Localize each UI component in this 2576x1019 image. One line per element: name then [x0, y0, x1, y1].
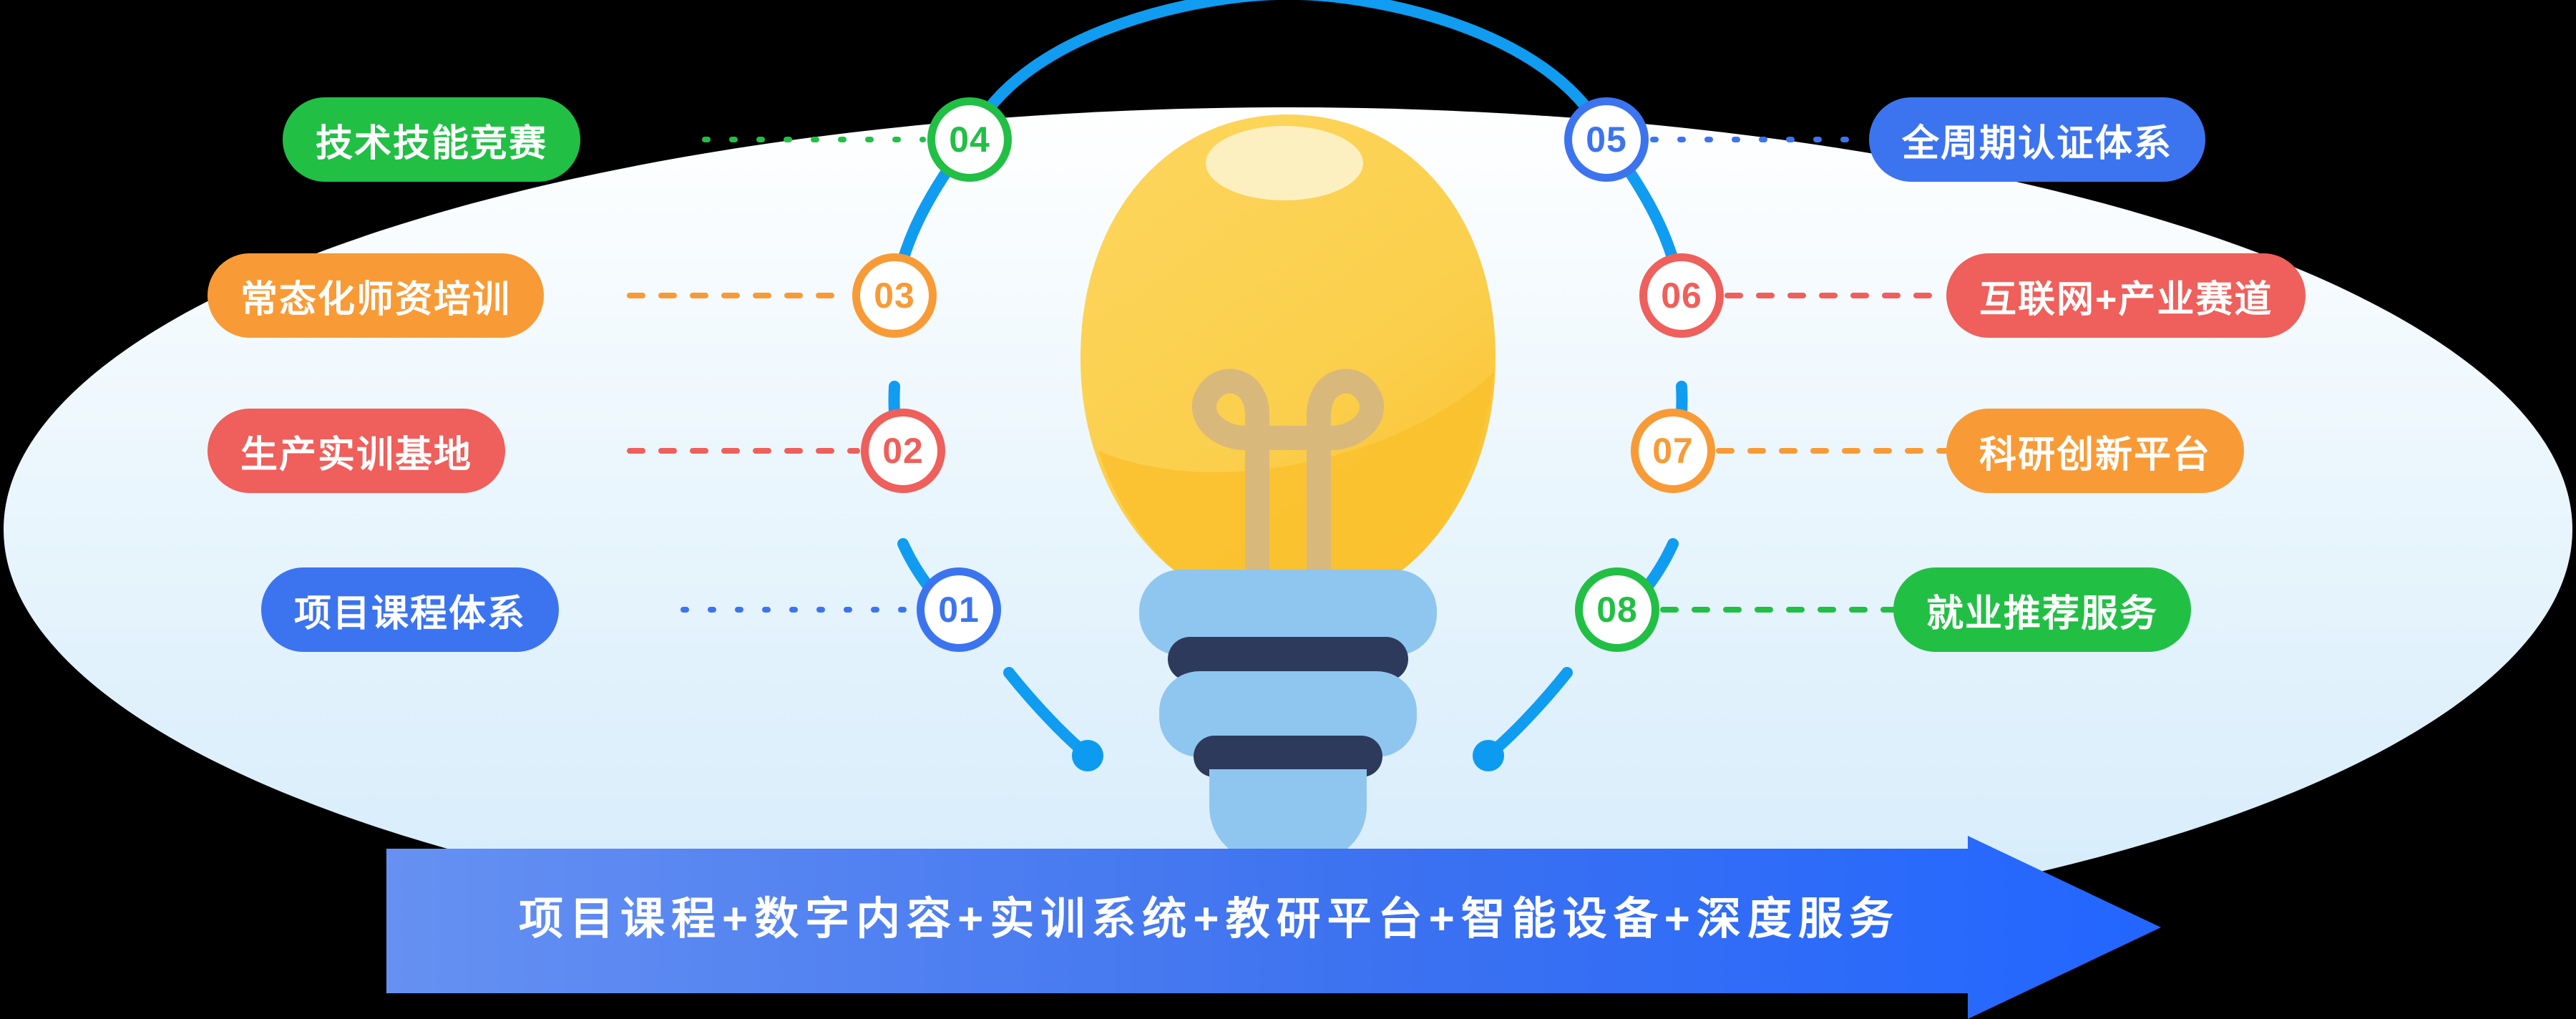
node-circle-06[interactable]: 06 — [1639, 253, 1724, 338]
node-circle-02[interactable]: 02 — [861, 409, 945, 493]
pill-06[interactable]: 互联网+产业赛道 — [1946, 253, 2306, 338]
pill-08-label: 就业推荐服务 — [1926, 593, 2159, 635]
pill-04-label: 技术技能竞赛 — [316, 122, 548, 165]
node-01-number: 01 — [938, 590, 980, 630]
node-05-number: 05 — [1586, 120, 1627, 160]
pill-08[interactable]: 就业推荐服务 — [1893, 567, 2192, 652]
node-circle-05[interactable]: 05 — [1564, 97, 1649, 182]
node-circle-08[interactable]: 08 — [1575, 567, 1659, 652]
pill-07-label: 科研创新平台 — [1979, 434, 2212, 476]
node-06-number: 06 — [1661, 276, 1702, 316]
node-02-number: 02 — [882, 431, 924, 471]
pill-06-label: 互联网+产业赛道 — [1979, 278, 2273, 321]
summary-arrow-banner[interactable]: 项目课程+数字内容+实训系统+教研平台+智能设备+深度服务 — [386, 836, 2161, 1019]
pill-05-label: 全周期认证体系 — [1902, 122, 2173, 165]
pill-05[interactable]: 全周期认证体系 — [1869, 97, 2206, 182]
node-03-number: 03 — [874, 276, 915, 316]
node-circle-07[interactable]: 07 — [1631, 409, 1715, 493]
node-07-number: 07 — [1652, 431, 1694, 471]
pill-02[interactable]: 生产实训基地 — [208, 409, 506, 493]
node-circle-03[interactable]: 03 — [852, 253, 937, 338]
pill-01[interactable]: 项目课程体系 — [261, 567, 560, 652]
pill-01-label: 项目课程体系 — [294, 593, 527, 635]
summary-arrow-label: 项目课程+数字内容+实训系统+教研平台+智能设备+深度服务 — [518, 894, 1901, 944]
node-circle-01[interactable]: 01 — [917, 567, 1001, 652]
pill-02-label: 生产实训基地 — [240, 434, 473, 476]
node-circle-04[interactable]: 04 — [927, 97, 1012, 182]
pill-03[interactable]: 常态化师资培训 — [208, 253, 545, 338]
pill-03-label: 常态化师资培训 — [240, 278, 512, 321]
pill-07[interactable]: 科研创新平台 — [1946, 409, 2245, 493]
node-08-number: 08 — [1596, 590, 1638, 630]
node-04-number: 04 — [949, 120, 990, 160]
arrow-shape — [386, 836, 2161, 1019]
pill-04[interactable]: 技术技能竞赛 — [283, 97, 581, 182]
